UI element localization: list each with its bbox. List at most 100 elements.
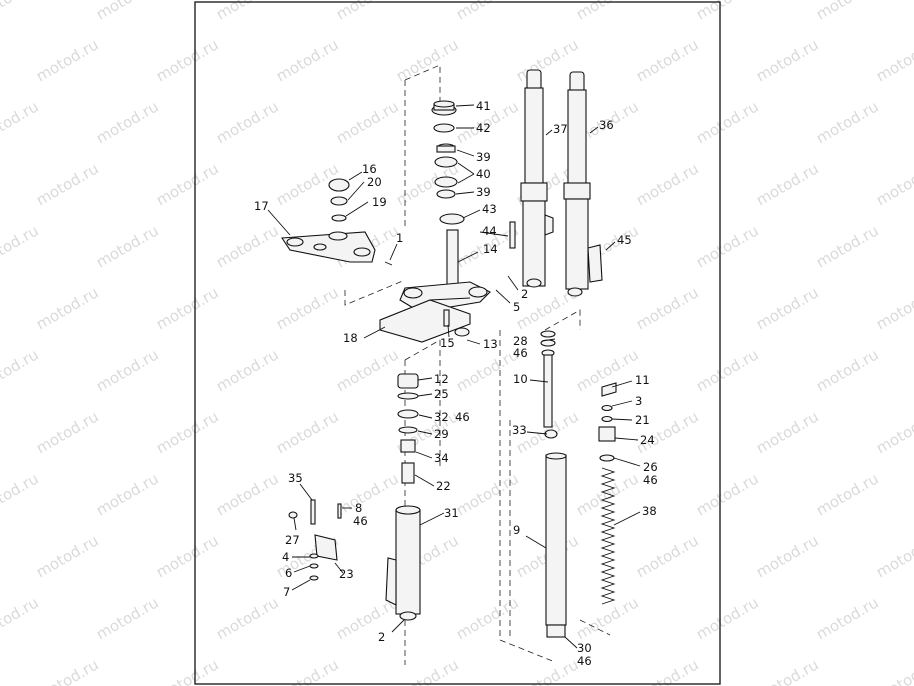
callout-label: 46: [577, 654, 592, 668]
watermark-text: motod.ru: [93, 593, 162, 643]
watermark-text: motod.ru: [873, 159, 914, 209]
callout-label: 2: [378, 630, 385, 644]
watermark-text: motod.ru: [633, 655, 702, 686]
watermark-text: motod.ru: [333, 0, 402, 23]
watermark-text: motod.ru: [153, 531, 222, 581]
watermark-text: motod.ru: [33, 35, 102, 85]
watermark-text: motod.ru: [573, 0, 642, 23]
watermark-text: motod.ru: [153, 407, 222, 457]
callout-label: 5: [513, 300, 520, 314]
callout-label: 6: [285, 566, 292, 580]
small-bar: [509, 221, 516, 249]
watermark-text: motod.ru: [273, 35, 342, 85]
watermark-text: motod.ru: [453, 593, 522, 643]
callout-label: 41: [476, 99, 491, 113]
watermark-text: motod.ru: [693, 221, 762, 271]
callout-label: 46: [643, 473, 658, 487]
top-bracket: [281, 178, 393, 266]
watermark-text: motod.ru: [513, 655, 582, 686]
watermark-text: motod.ru: [33, 283, 102, 333]
watermark-text: motod.ru: [213, 469, 282, 519]
lower-fork: [385, 373, 421, 621]
watermark-text: motod.ru: [153, 283, 222, 333]
watermark-text: motod.ru: [453, 345, 522, 395]
callout-label: 16: [362, 162, 377, 176]
watermark-text: motod.ru: [633, 35, 702, 85]
fork-tube-36: [563, 71, 603, 297]
watermark-text: motod.ru: [0, 0, 42, 23]
watermark-text: motod.ru: [273, 655, 342, 686]
watermark-text: motod.ru: [693, 469, 762, 519]
callout-label: 17: [254, 199, 269, 213]
watermark-text: motod.ru: [453, 469, 522, 519]
watermark-text: motod.ru: [873, 655, 914, 686]
watermark-text: motod.ru: [753, 35, 822, 85]
watermark-text: motod.ru: [273, 407, 342, 457]
watermark-text: motod.ru: [573, 593, 642, 643]
watermark-text: motod.ru: [333, 97, 402, 147]
callout-label: 44: [482, 224, 497, 238]
callout-label: 32: [434, 410, 449, 424]
callout-label: 4: [282, 550, 289, 564]
callout-label: 27: [285, 533, 300, 547]
callout-label: 38: [642, 504, 657, 518]
callout-label: 46: [513, 346, 528, 360]
callout-label: 20: [367, 175, 382, 189]
watermark-text: motod.ru: [873, 283, 914, 333]
callout-label: 12: [434, 372, 449, 386]
fork-tube-37: [520, 69, 554, 288]
callout-label: 10: [513, 372, 528, 386]
watermark-text: motod.ru: [753, 407, 822, 457]
watermark-text: motod.ru: [93, 97, 162, 147]
watermark-text: motod.ru: [0, 469, 42, 519]
watermark-text: motod.ru: [33, 159, 102, 209]
callout-label: 45: [617, 233, 632, 247]
watermark-text: motod.ru: [213, 593, 282, 643]
callout-label: 19: [372, 195, 387, 209]
callout-label: 15: [440, 336, 455, 350]
watermark-text: motod.ru: [813, 221, 882, 271]
watermark-text: motod.ru: [693, 593, 762, 643]
diagram-frame: [194, 1, 721, 685]
plate: [379, 299, 471, 343]
callout-label: 11: [635, 373, 650, 387]
watermark-text: motod.ru: [633, 159, 702, 209]
callout-label: 29: [434, 427, 449, 441]
callout-label: 18: [343, 331, 358, 345]
watermark-text: motod.ru: [213, 221, 282, 271]
callout-label: 1: [396, 231, 403, 245]
callout-label: 24: [640, 433, 655, 447]
watermark-text: motod.ru: [0, 221, 42, 271]
fork-slider-9: [545, 452, 567, 638]
watermark-text: motod.ru: [753, 531, 822, 581]
callout-label: 7: [283, 585, 290, 599]
spring-group: [598, 382, 617, 605]
watermark-text: motod.ru: [93, 0, 162, 23]
callout-label: 13: [483, 337, 498, 351]
watermark-text: motod.ru: [153, 159, 222, 209]
watermark-text: motod.ru: [873, 407, 914, 457]
watermark-text: motod.ru: [153, 655, 222, 686]
callout-label: 43: [482, 202, 497, 216]
callout-label: 3: [635, 394, 642, 408]
watermark-text: motod.ru: [33, 531, 102, 581]
watermark-text: motod.ru: [573, 469, 642, 519]
watermark-text: motod.ru: [693, 345, 762, 395]
callout-label: 37: [553, 122, 568, 136]
watermark-text: motod.ru: [753, 655, 822, 686]
callout-label: 42: [476, 121, 491, 135]
callout-label: 46: [455, 410, 470, 424]
callout-label: 31: [444, 506, 459, 520]
leader-lines: [267, 104, 641, 649]
callout-label: 25: [434, 387, 449, 401]
callout-label: 36: [599, 118, 614, 132]
watermark-text: motod.ru: [273, 283, 342, 333]
callout-label: 28: [513, 334, 528, 348]
watermark-text: motod.ru: [33, 407, 102, 457]
callout-label: 40: [476, 167, 491, 181]
callout-label: 9: [513, 523, 520, 537]
watermark-text: motod.ru: [33, 655, 102, 686]
